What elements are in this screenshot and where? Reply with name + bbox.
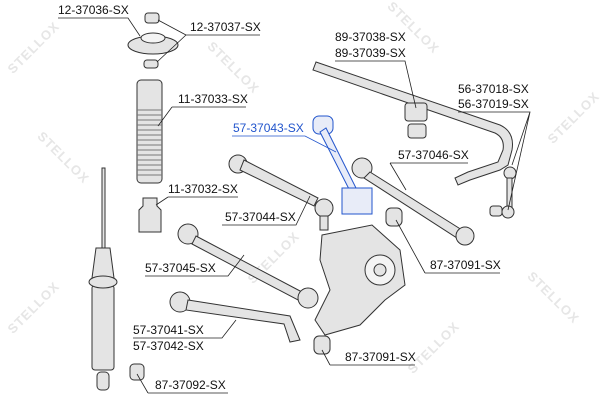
label-57-37044: 57-37044-SX: [225, 210, 296, 224]
label-56-37019: 56-37019-SX: [458, 97, 529, 111]
upper-arm-part: [312, 115, 373, 215]
bump-stop-part: [138, 197, 162, 233]
label-11-37032: 11-37032-SX: [168, 182, 238, 196]
lower-arm-front-part: [228, 154, 334, 231]
stabilizer-bar-part: [312, 61, 513, 186]
label-87-37091-right: 87-37091-SX: [430, 258, 501, 272]
shock-absorber-part: [88, 167, 118, 391]
label-87-37091-bottom: 87-37091-SX: [345, 350, 416, 364]
label-89-37039: 89-37039-SX: [335, 46, 406, 60]
top-mount-part: [127, 12, 179, 69]
label-12-37036: 12-37036-SX: [58, 3, 129, 17]
lower-arm-rear-part: [177, 223, 319, 309]
boot-part: [136, 79, 163, 184]
label-57-37041: 57-37041-SX: [133, 323, 204, 337]
label-57-37046: 57-37046-SX: [398, 148, 469, 162]
stabilizer-link-part: [489, 166, 517, 219]
trailing-arm-part: [169, 291, 301, 343]
knuckle-bushing-part: [313, 335, 331, 355]
shock-bushing-part: [129, 363, 145, 381]
upper-arm-leader: [232, 135, 337, 153]
label-57-37045: 57-37045-SX: [145, 261, 216, 275]
knuckle-bushing-part: [385, 207, 403, 227]
label-87-37092: 87-37092-SX: [155, 378, 226, 392]
label-12-37037: 12-37037-SX: [190, 20, 261, 34]
label-57-37042: 57-37042-SX: [133, 339, 204, 353]
label-89-37038: 89-37038-SX: [335, 30, 406, 44]
label-56-37018: 56-37018-SX: [458, 82, 529, 96]
toe-arm-part: [351, 157, 475, 246]
label-57-37043: 57-37043-SX: [233, 121, 304, 135]
knuckle-part: [314, 224, 406, 336]
leader-lines: [58, 17, 531, 394]
label-11-37033: 11-37033-SX: [178, 92, 248, 106]
